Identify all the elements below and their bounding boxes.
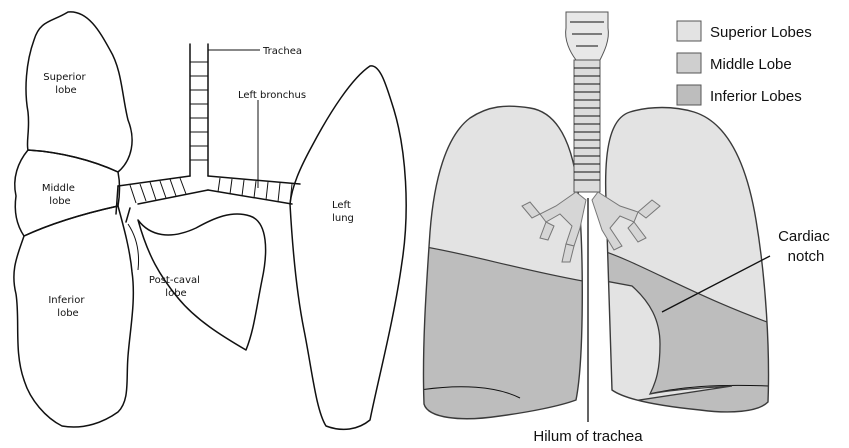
left-lung-outline bbox=[290, 66, 406, 430]
legend-item-superior-lobes: Superior Lobes bbox=[677, 21, 812, 41]
right-lung-shaded-diagram: Cardiac notch Hilum of trachea Superior … bbox=[420, 12, 834, 445]
superior-lobe-outline bbox=[26, 12, 132, 172]
hilum-of-trachea-label: Hilum of trachea bbox=[533, 428, 643, 445]
legend-label-superior: Superior Lobes bbox=[710, 24, 812, 41]
legend-item-middle-lobe: Middle Lobe bbox=[677, 53, 792, 73]
left-bronchus-drawing bbox=[208, 176, 300, 204]
middle-lobe-label: Middle lobe bbox=[42, 183, 78, 207]
right-bronchus-drawing bbox=[116, 176, 208, 222]
trachea-drawing bbox=[190, 44, 208, 176]
superior-lobe-label: Superior lobe bbox=[43, 72, 89, 96]
left-bronchus-label: Left bronchus bbox=[238, 90, 306, 101]
inferior-lobe-label: Inferior lobe bbox=[48, 295, 87, 319]
legend: Superior Lobes Middle Lobe Inferior Lobe… bbox=[677, 21, 812, 105]
legend-label-inferior: Inferior Lobes bbox=[710, 88, 802, 105]
post-caval-lobe-label: Post-caval lobe bbox=[149, 275, 203, 299]
legend-item-inferior-lobes: Inferior Lobes bbox=[677, 85, 802, 105]
left-lung-label: Left lung bbox=[332, 200, 354, 224]
trachea-label: Trachea bbox=[262, 46, 302, 57]
cardiac-notch-label: Cardiac notch bbox=[778, 228, 834, 265]
legend-swatch-middle bbox=[677, 53, 701, 73]
legend-swatch-superior bbox=[677, 21, 701, 41]
legend-swatch-inferior bbox=[677, 85, 701, 105]
left-lung-line-drawing: Superior lobe Middle lobe Inferior lobe … bbox=[14, 12, 406, 430]
legend-label-middle: Middle Lobe bbox=[710, 56, 792, 73]
